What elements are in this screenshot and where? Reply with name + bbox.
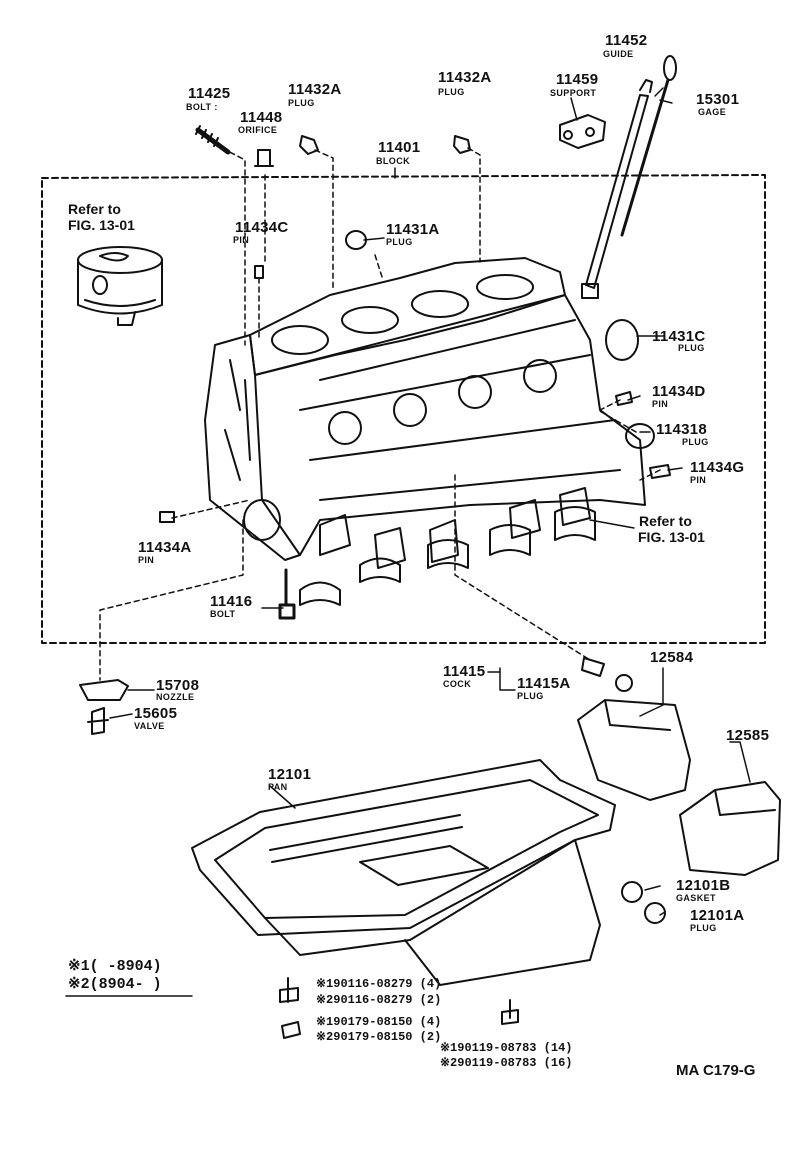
part-name-gage: GAGE xyxy=(698,107,727,117)
leader-lines-solid xyxy=(109,87,751,916)
part-name-bolt-11416: BOLT xyxy=(210,609,236,619)
plug-11431a-drawing xyxy=(345,230,367,250)
reference-bearing-line1: Refer to xyxy=(639,513,692,529)
legend-note-2: ※2(8904- ) xyxy=(68,976,162,993)
part-name-plug-11432a-right: PLUG xyxy=(438,87,465,97)
plug-11432a-drawing xyxy=(299,135,471,155)
part-number-11434a: 11434A xyxy=(138,539,192,556)
bearing-shells-drawing xyxy=(299,506,596,606)
part-name-plug-11431b: PLUG xyxy=(682,437,709,447)
part-number-11432a-right: 11432A xyxy=(438,69,492,86)
pin-11434a-drawing xyxy=(159,511,175,523)
part-name-plug-11432a-left: PLUG xyxy=(288,98,315,108)
fastener-90119-1: ※190119-08783 (14) xyxy=(440,1041,573,1055)
part-name-nozzle: NOZZLE xyxy=(156,692,195,702)
part-number-11452: 11452 xyxy=(605,32,648,49)
part-number-11415: 11415 xyxy=(443,663,486,680)
baffle-12585-drawing xyxy=(679,781,781,876)
part-number-15708: 15708 xyxy=(156,677,200,694)
part-number-11401: 11401 xyxy=(378,139,421,156)
part-number-11431b: 114318 xyxy=(656,421,708,438)
leader-lines xyxy=(99,147,661,681)
plug-11431c-drawing xyxy=(605,319,639,361)
reference-piston-line1: Refer to xyxy=(68,201,121,217)
part-number-12101a: 12101A xyxy=(690,907,745,924)
pin-11434g-drawing xyxy=(649,464,671,479)
part-number-12101b: 12101B xyxy=(676,877,731,894)
part-name-block: BLOCK xyxy=(376,156,410,166)
plug-11431b-drawing xyxy=(625,423,655,449)
part-number-11431a: 11431A xyxy=(386,221,440,238)
cock-11415-drawing xyxy=(581,657,605,677)
part-number-15301: 15301 xyxy=(696,91,740,108)
part-name-pin-11434c: PIN xyxy=(233,235,250,245)
part-name-pin-11434a: PIN xyxy=(138,555,155,565)
part-number-11448: 11448 xyxy=(240,109,283,126)
part-number-11432a-left: 11432A xyxy=(288,81,342,98)
bolt-11416-drawing xyxy=(278,568,296,620)
piston-drawing xyxy=(77,246,163,326)
nozzle-drawing xyxy=(79,679,129,701)
part-number-12585: 12585 xyxy=(726,727,770,744)
part-number-11434d: 11434D xyxy=(652,383,706,400)
reference-bearing-line2: FIG. 13-01 xyxy=(638,529,705,545)
oil-pan-drawing xyxy=(191,759,616,986)
part-name-pin-11434g: PIN xyxy=(690,475,707,485)
part-number-11434g: 11434G xyxy=(690,459,745,476)
fastener-90119-2: ※290119-08783 (16) xyxy=(440,1056,573,1070)
part-number-11416: 11416 xyxy=(210,593,253,610)
part-name-pan: PAN xyxy=(268,782,288,792)
plug-12101a-drawing xyxy=(644,902,666,924)
gasket-12101b-drawing xyxy=(621,881,643,903)
part-name-bolt: BOLT : xyxy=(186,102,218,112)
fastener-90116-2: ※290116-08279 (2) xyxy=(316,993,442,1007)
part-name-guide: GUIDE xyxy=(603,49,634,59)
part-name-pin-11434d: PIN xyxy=(652,399,669,409)
part-name-gasket: GASKET xyxy=(676,893,716,903)
engine-block-drawing xyxy=(204,257,646,569)
part-name-plug-11431c: PLUG xyxy=(678,343,705,353)
part-name-orifice: ORIFICE xyxy=(238,125,278,135)
fastener-90179-2: ※290179-08150 (2) xyxy=(316,1030,442,1044)
legend-note-1: ※1( -8904) xyxy=(68,958,162,975)
support-drawing xyxy=(559,114,606,149)
dipstick-drawing xyxy=(581,55,677,299)
part-number-12584: 12584 xyxy=(650,649,694,666)
part-number-11459: 11459 xyxy=(556,71,599,88)
bolt-11425-drawing xyxy=(195,125,231,155)
part-number-11415a: 11415A xyxy=(517,675,571,692)
plug-11415a-drawing xyxy=(615,674,633,692)
valve-drawing xyxy=(87,707,109,735)
part-name-plug-12101a: PLUG xyxy=(690,923,717,933)
reference-piston-line2: FIG. 13-01 xyxy=(68,217,135,233)
block-boundary-dashed xyxy=(41,174,766,644)
pin-11434d-drawing xyxy=(615,391,633,406)
fastener-90116-1: ※190116-08279 (4) xyxy=(316,977,442,991)
part-number-15605: 15605 xyxy=(134,705,178,722)
pin-11434c-drawing xyxy=(254,265,264,279)
drawing-code: MA C179-G xyxy=(676,1062,756,1079)
part-name-cock: COCK xyxy=(443,679,472,689)
part-number-11434c: 11434C xyxy=(235,219,289,236)
part-name-plug-11415a: PLUG xyxy=(517,691,544,701)
baffle-12584-drawing xyxy=(577,699,691,801)
part-name-valve: VALVE xyxy=(134,721,165,731)
part-number-11431c: 11431C xyxy=(652,328,706,345)
part-name-plug-11431a: PLUG xyxy=(386,237,413,247)
fastener-90179-1: ※190179-08150 (4) xyxy=(316,1015,442,1029)
fastener-drawings xyxy=(279,977,519,1039)
orifice-drawing xyxy=(254,149,274,167)
part-number-11425: 11425 xyxy=(188,85,231,102)
part-number-12101: 12101 xyxy=(268,766,312,783)
part-name-support: SUPPORT xyxy=(550,88,597,98)
